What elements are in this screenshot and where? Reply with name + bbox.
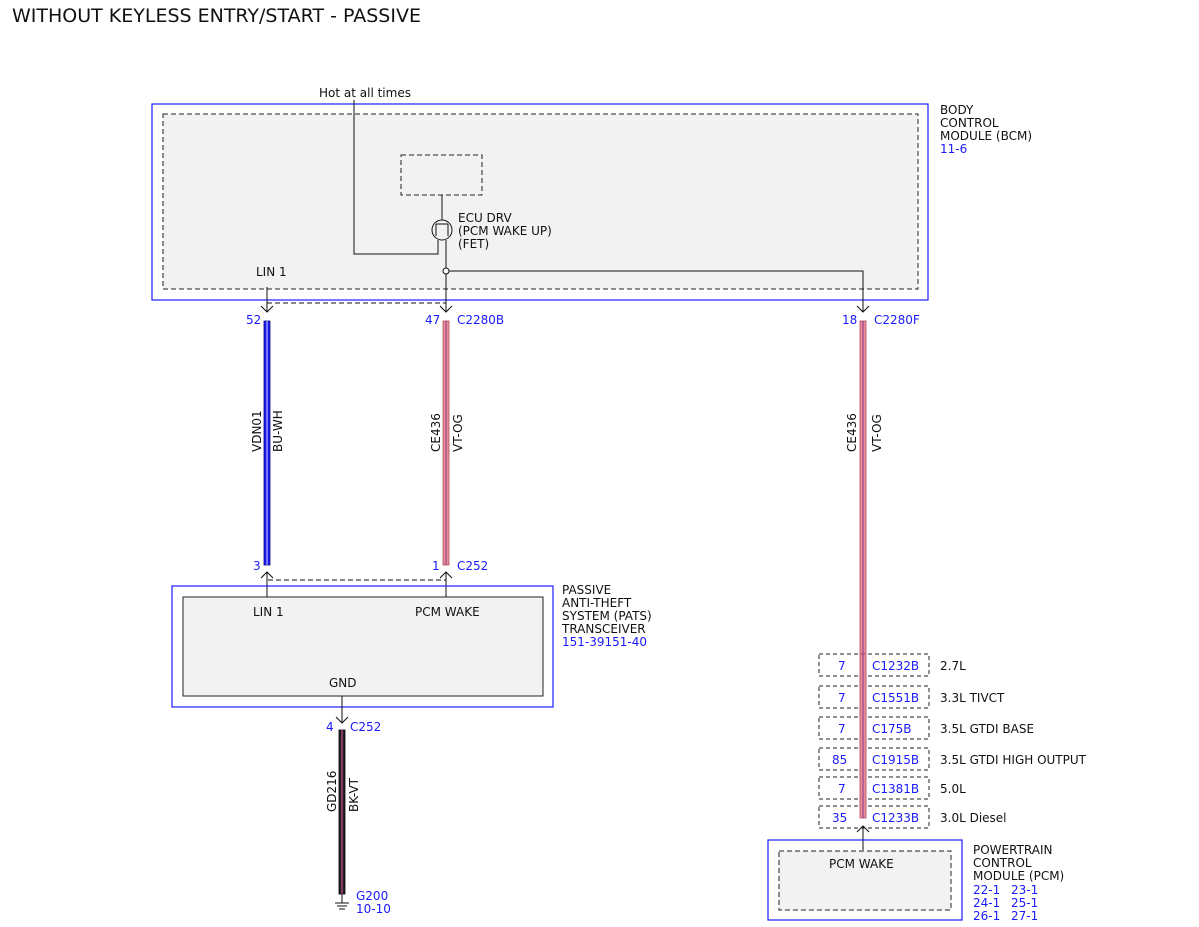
pcm-module-body (778, 850, 952, 911)
pcm-engine-variant-label: 3.5L GTDI BASE (940, 722, 1034, 736)
pcm-connector-link[interactable]: C1915B (872, 753, 919, 767)
gnd-pin-arrow (335, 716, 349, 724)
pats-wake-label: PCM WAKE (415, 605, 480, 619)
pcm-engine-variant-label: 3.0L Diesel (940, 811, 1007, 825)
ground-ref-link[interactable]: 10-10 (356, 902, 391, 916)
pcm-connector-link[interactable]: C175B (872, 722, 912, 736)
pats-name-1: PASSIVE (562, 583, 611, 597)
ecu-drv-line-3: (FET) (458, 237, 489, 251)
pats-pin-arrows (260, 571, 453, 579)
bcm-pin-47: 47 (425, 313, 440, 327)
pcm-engine-variant-label: 3.5L GTDI HIGH OUTPUT (940, 753, 1087, 767)
pcm-connector-box (818, 716, 930, 740)
hot-at-all-times-label: Hot at all times (319, 86, 411, 100)
pats-name-2: ANTI-THEFT (562, 596, 632, 610)
wire-gd216 (338, 729, 346, 895)
wire-ce436-pats-circuit: CE436 (429, 413, 443, 452)
pcm-wake-label: PCM WAKE (829, 857, 894, 871)
pats-lin-label: LIN 1 (253, 605, 284, 619)
pcm-engine-variant-label: 5.0L (940, 782, 966, 796)
ground-g200-link[interactable]: G200 (356, 889, 388, 903)
bcm-pin-arrows (260, 305, 870, 313)
bcm-lin-label: LIN 1 (256, 265, 287, 279)
pcm-ref-link-5[interactable]: 26-1 (973, 909, 1000, 923)
c2280f-connector-link[interactable]: C2280F (874, 313, 920, 327)
pats-name-3: SYSTEM (PATS) (562, 609, 652, 623)
pcm-connector-pin: 35 (832, 811, 847, 825)
wire-vdn01-circuit: VDN01 (250, 410, 264, 452)
pcm-module-border (767, 839, 963, 921)
bcm-module-border (151, 103, 929, 301)
pcm-connector-link[interactable]: C1551B (872, 691, 919, 705)
pcm-connector-link[interactable]: C1233B (872, 811, 919, 825)
fet-symbol (431, 219, 453, 241)
bcm-name-2: CONTROL (940, 116, 999, 130)
pcm-connector-link[interactable]: C1381B (872, 782, 919, 796)
wire-ce436-pcm-color: VT-OG (870, 414, 884, 452)
splice-node (442, 267, 450, 275)
wire-ce436-pats (442, 320, 450, 566)
wire-ce436-pats-color: VT-OG (451, 414, 465, 452)
pcm-name-2: CONTROL (973, 856, 1032, 870)
pcm-name-1: POWERTRAIN (973, 843, 1053, 857)
bcm-pin-18: 18 (842, 313, 857, 327)
wire-vdn01-color: BU-WH (271, 410, 285, 452)
pcm-connector-pin: 7 (838, 659, 846, 673)
bcm-ref-link[interactable]: 11-6 (940, 142, 967, 156)
pcm-connector-box (818, 776, 930, 800)
pats-name-4: TRANSCEIVER (561, 622, 646, 636)
pcm-connector-pin: 85 (832, 753, 847, 767)
hot-feed-line (353, 100, 439, 255)
ecu-drv-line-1: ECU DRV (458, 211, 512, 225)
wire-ce436-pcm-circuit: CE436 (845, 413, 859, 452)
wire-gd216-color: BK-VT (347, 777, 361, 812)
pcm-connector-link[interactable]: C1232B (872, 659, 919, 673)
pcm-engine-variant-label: 2.7L (940, 659, 966, 673)
pats-pin-3: 3 (253, 559, 261, 573)
wire-vdn01 (263, 320, 271, 566)
gnd-c252-connector-link[interactable]: C252 (350, 720, 381, 734)
pcm-ref-link-3[interactable]: 24-1 (973, 896, 1000, 910)
c2280b-connector-link[interactable]: C2280B (457, 313, 504, 327)
pcm-ref-link-2[interactable]: 23-1 (1011, 883, 1038, 897)
pats-module-border (171, 585, 554, 708)
gnd-pin-4: 4 (326, 720, 334, 734)
pcm-connector-pin: 7 (838, 691, 846, 705)
pcm-connector-pin: 7 (838, 722, 846, 736)
pcm-connector-box (818, 653, 930, 677)
pats-pin-1: 1 (432, 559, 440, 573)
pcm-name-3: MODULE (PCM) (973, 869, 1064, 883)
bcm-name-1: BODY (940, 103, 974, 117)
pcm-connector-box (818, 747, 930, 771)
bcm-name-3: MODULE (BCM) (940, 129, 1032, 143)
splice-branch-line (449, 270, 864, 312)
pcm-connector-box (818, 685, 930, 709)
bcm-pin-52: 52 (246, 313, 261, 327)
pats-module-body (182, 596, 544, 697)
pcm-connector-pin: 7 (838, 782, 846, 796)
pcm-ref-link-4[interactable]: 25-1 (1011, 896, 1038, 910)
page-title: WITHOUT KEYLESS ENTRY/START - PASSIVE (12, 5, 421, 27)
ground-symbol (335, 894, 349, 910)
pats-ref-link[interactable]: 151-39151-40 (562, 635, 647, 649)
pats-gnd-label: GND (329, 676, 357, 690)
pcm-ref-link-1[interactable]: 22-1 (973, 883, 1000, 897)
pcm-ref-link-6[interactable]: 27-1 (1011, 909, 1038, 923)
c252-connector-bracket (266, 573, 447, 581)
c252-connector-link[interactable]: C252 (457, 559, 488, 573)
pcm-connector-box (818, 805, 930, 829)
ecu-drv-line-2: (PCM WAKE UP) (458, 224, 552, 238)
bcm-module-body (162, 113, 919, 290)
pcm-engine-variant-label: 3.3L TIVCT (940, 691, 1005, 705)
wire-gd216-circuit: GD216 (325, 771, 339, 812)
